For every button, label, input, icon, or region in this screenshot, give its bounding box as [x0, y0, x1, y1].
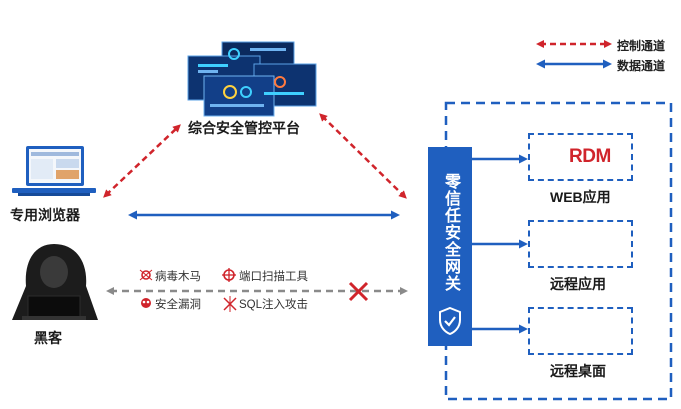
web-app-box: [528, 133, 633, 181]
hacker-icon: [12, 244, 98, 320]
control-channel-platform-gateway: [319, 113, 407, 199]
gateway-label: 零信任安全网关: [442, 173, 459, 292]
browser-computer-icon: [12, 146, 96, 196]
remote-desktop-label: 远程桌面: [550, 363, 606, 379]
remote-app-box: [528, 220, 633, 268]
rdm-logo-text: RDM: [569, 146, 611, 167]
platform-dashboard-image: [187, 41, 317, 117]
threat-trojan: 病毒木马: [155, 271, 201, 283]
remote-app-label: 远程应用: [550, 276, 606, 292]
remote-desktop-box: [528, 307, 633, 355]
virus-icon: [139, 269, 153, 281]
platform-label: 综合安全管控平台: [188, 120, 300, 136]
threat-vuln: 安全漏洞: [155, 299, 201, 311]
blocked-x-icon: [348, 281, 369, 302]
web-app-label: WEB应用: [550, 189, 611, 205]
threat-sql: SQL注入攻击: [239, 299, 309, 311]
legend-control-label: 控制通道: [617, 39, 666, 53]
threat-port-scan: 端口扫描工具: [239, 271, 308, 283]
legend-data-label: 数据通道: [617, 59, 666, 73]
browser-label: 专用浏览器: [10, 207, 80, 223]
hacker-label: 黑客: [34, 330, 62, 346]
injection-icon: [223, 296, 237, 312]
skull-icon: [141, 298, 151, 308]
zero-trust-gateway: 零信任安全网关: [428, 147, 472, 346]
crosshair-icon: [222, 268, 236, 282]
control-channel-browser-platform: [103, 124, 181, 198]
shield-check-icon: [439, 307, 461, 335]
